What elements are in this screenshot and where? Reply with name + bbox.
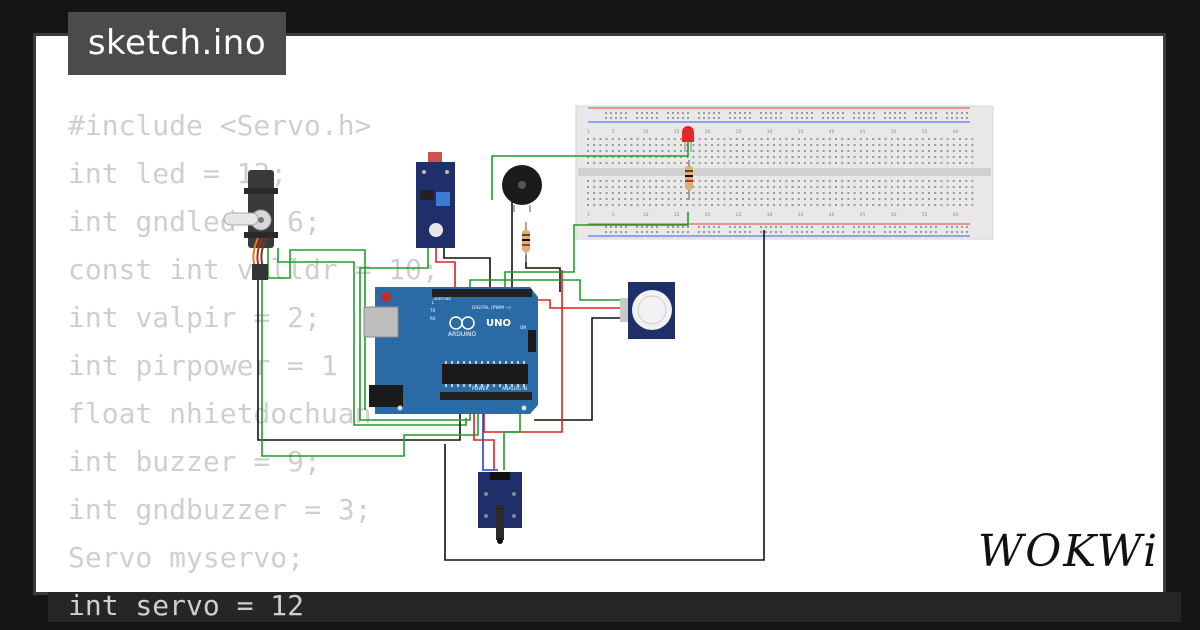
arduino-uno-board: ARDUINO UNO DIGITAL (PWM ~) POWER ANALOG… — [363, 287, 538, 414]
breadboard-number: 30 — [767, 212, 773, 218]
breadboard-column-numbers: 1155101015152020252530303535404045455050… — [587, 129, 959, 218]
breadboard-number: 45 — [860, 129, 866, 135]
code-line: int buzzer = 9; — [68, 445, 321, 478]
breadboard-number: 10 — [643, 212, 649, 218]
code-line: Servo myservo; — [68, 541, 305, 574]
filename-tab[interactable]: sketch.ino — [68, 12, 286, 75]
breadboard-number: 10 — [643, 129, 649, 135]
arduino-aref-label: AREF — [434, 297, 443, 301]
breadboard-number: 60 — [953, 212, 959, 218]
arduino-model-label: UNO — [486, 318, 511, 329]
breadboard-number: 55 — [922, 212, 928, 218]
breadboard-number: 45 — [860, 212, 866, 218]
code-line: #include <Servo.h> — [68, 109, 372, 142]
code-line: int pirpower = 1 — [68, 349, 338, 382]
breadboard-number: 25 — [736, 129, 742, 135]
code-line: int valpir = 2; — [68, 301, 321, 334]
arduino-power-label: POWER — [472, 386, 489, 392]
breadboard-number: 50 — [891, 129, 897, 135]
led — [682, 126, 694, 152]
arduino-brand-label: ARDUINO — [448, 331, 477, 338]
wires — [257, 140, 765, 561]
arduino-l-label: L — [432, 300, 435, 305]
breadboard-number: 40 — [829, 129, 835, 135]
servo-motor — [223, 170, 278, 280]
arduino-analog-label: ANALOG IN — [502, 386, 527, 392]
code-line: int servo = 12 — [68, 589, 305, 622]
breadboard-number: 5 — [612, 129, 615, 135]
arduino-rx-label: RX — [430, 316, 436, 321]
buzzer — [502, 165, 542, 212]
breadboard-number: 20 — [705, 129, 711, 135]
arduino-gnd-label: GND — [443, 297, 451, 301]
pir-motion-sensor — [620, 282, 675, 339]
breadboard-number: 15 — [674, 129, 680, 135]
breadboard-number: 15 — [674, 212, 680, 218]
breadboard-resistor — [685, 160, 693, 200]
arduino-on-label: ON — [520, 325, 526, 330]
breadboard-number: 1 — [587, 129, 590, 135]
breadboard-number: 35 — [798, 129, 804, 135]
breadboard-number: 35 — [798, 212, 804, 218]
breadboard-number: 40 — [829, 212, 835, 218]
arduino-digital-label: DIGITAL (PWM ~) — [472, 305, 511, 311]
card-shadow — [48, 592, 1181, 622]
chip-pins — [445, 361, 525, 387]
sensor-module — [478, 472, 522, 544]
breadboard-number: 50 — [891, 212, 897, 218]
ldr-sensor-module — [416, 152, 455, 248]
breadboard-number: 30 — [767, 129, 773, 135]
breadboard-number: 60 — [953, 129, 959, 135]
breadboard-number: 25 — [736, 212, 742, 218]
wokwi-logo[interactable]: WOKWi — [978, 526, 1160, 577]
breadboard-number: 20 — [705, 212, 711, 218]
breadboard: 1155101015152020252530303535404045455050… — [575, 105, 994, 240]
arduino-tx-label: TX — [429, 308, 435, 313]
resistor — [522, 222, 530, 262]
code-line: int gndbuzzer = 3; — [68, 493, 372, 526]
breadboard-number: 1 — [587, 212, 590, 218]
code-line: float nhietdochuan — [68, 397, 372, 430]
breadboard-number: 55 — [922, 129, 928, 135]
breadboard-holes — [587, 112, 974, 233]
breadboard-number: 5 — [612, 212, 615, 218]
